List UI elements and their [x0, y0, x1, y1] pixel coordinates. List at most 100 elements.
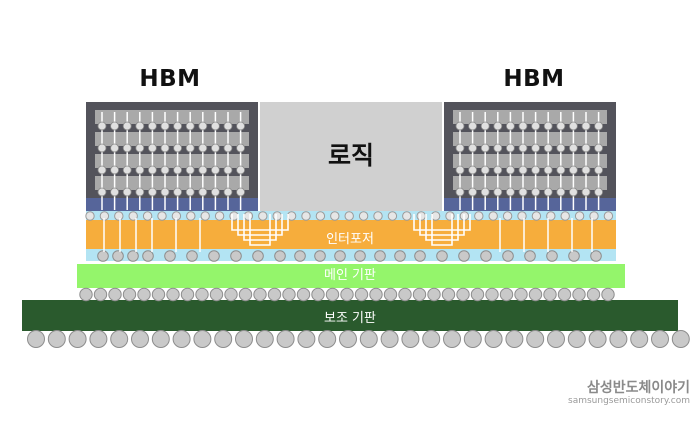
- micro-bump: [569, 165, 578, 175]
- micro-bump: [531, 187, 540, 197]
- micro-bump: [198, 165, 208, 175]
- micro-bump: [594, 165, 603, 175]
- micro-bump: [480, 187, 490, 197]
- bga-ball: [131, 330, 149, 348]
- bga-ball: [47, 330, 66, 348]
- main-board: [77, 264, 625, 288]
- sub-board-label: 보조 기판: [324, 311, 376, 326]
- main-board-ball: [340, 287, 354, 302]
- interposer-microbump: [214, 211, 225, 221]
- main-board-ball: [79, 287, 93, 302]
- micro-bump: [493, 143, 503, 153]
- micro-bump: [198, 187, 208, 197]
- main-board-ball: [485, 287, 499, 302]
- main-board-ball: [601, 287, 615, 302]
- bga-ball: [463, 330, 482, 348]
- logic-die: [260, 102, 442, 211]
- main-board-ball: [296, 287, 311, 302]
- interposer-microbump: [373, 211, 383, 221]
- interposer-ball: [186, 250, 198, 262]
- micro-bump: [543, 187, 553, 197]
- micro-bump: [556, 187, 566, 197]
- micro-bump: [173, 165, 183, 175]
- interposer-microbump: [315, 211, 326, 221]
- micro-bump: [569, 187, 578, 197]
- micro-bump: [122, 187, 132, 197]
- micro-bump: [185, 121, 195, 131]
- micro-bump: [236, 187, 246, 197]
- dram-die: [95, 176, 249, 190]
- micro-bump: [594, 143, 603, 153]
- interposer-microbump: [330, 211, 340, 221]
- micro-bump: [468, 143, 478, 153]
- main-board-ball: [572, 287, 586, 302]
- interposer-ball: [436, 250, 448, 262]
- interposer-microbump: [243, 211, 254, 221]
- bga-ball: [484, 330, 503, 348]
- main-board-ball: [166, 287, 180, 302]
- interposer-microbump: [531, 211, 542, 221]
- main-board-ball: [137, 287, 151, 302]
- bga-ball: [359, 330, 378, 348]
- micro-bump: [468, 121, 478, 131]
- bga-ball: [671, 330, 690, 348]
- micro-bump: [210, 143, 220, 153]
- bga-ball: [214, 330, 233, 348]
- bga-ball: [339, 330, 357, 348]
- micro-bump: [518, 187, 528, 197]
- interposer-ball: [314, 250, 326, 262]
- micro-bump: [543, 143, 553, 153]
- bga-ball: [235, 330, 253, 348]
- hbm-base-die: [444, 198, 616, 211]
- micro-bump: [110, 121, 119, 131]
- main-board-ball: [470, 287, 485, 302]
- main-board-ball: [267, 287, 282, 302]
- micro-bump: [185, 187, 195, 197]
- interposer-ball: [568, 250, 580, 262]
- micro-bump: [160, 121, 170, 131]
- interposer-ball: [112, 250, 124, 262]
- micro-bump: [223, 121, 233, 131]
- micro-bump: [173, 187, 183, 197]
- micro-bump: [543, 165, 553, 175]
- bga-ball: [547, 330, 565, 348]
- sub-board: [22, 300, 678, 331]
- dram-die: [453, 154, 607, 168]
- interposer-ball: [127, 250, 139, 262]
- bga-ball: [276, 330, 295, 348]
- watermark-url: samsungsemiconstory.com: [568, 396, 690, 406]
- micro-bump: [556, 165, 566, 175]
- interposer-ball: [230, 250, 242, 262]
- micro-bump: [581, 165, 591, 175]
- interposer-ball: [252, 250, 264, 262]
- micro-bump: [480, 121, 490, 131]
- interposer-route-right: [431, 214, 453, 246]
- interposer: [86, 220, 616, 249]
- bga-ball: [526, 330, 545, 348]
- interposer-microbump: [603, 211, 614, 221]
- main-board-ball: [282, 287, 296, 302]
- bga-ball: [422, 330, 441, 348]
- micro-bump: [518, 143, 528, 153]
- hbm-base-die: [86, 198, 258, 211]
- micro-bump: [185, 165, 195, 175]
- micro-bump: [135, 165, 145, 175]
- micro-bump: [493, 187, 503, 197]
- main-board-ball: [427, 287, 441, 302]
- main-board-ball: [122, 287, 137, 302]
- micro-bump: [505, 187, 515, 197]
- micro-bump: [122, 165, 132, 175]
- interposer-microbump: [474, 211, 484, 221]
- micro-bump: [581, 121, 591, 131]
- micro-bump: [556, 143, 566, 153]
- interposer-ball: [374, 250, 386, 262]
- main-board-ball: [253, 287, 267, 302]
- micro-bump: [569, 143, 578, 153]
- micro-bump: [110, 165, 119, 175]
- interposer-route-left: [231, 214, 289, 231]
- micro-bump: [480, 165, 490, 175]
- micro-bump: [594, 187, 603, 197]
- hbm-stack-left: [86, 102, 258, 211]
- bga-ball: [89, 330, 108, 348]
